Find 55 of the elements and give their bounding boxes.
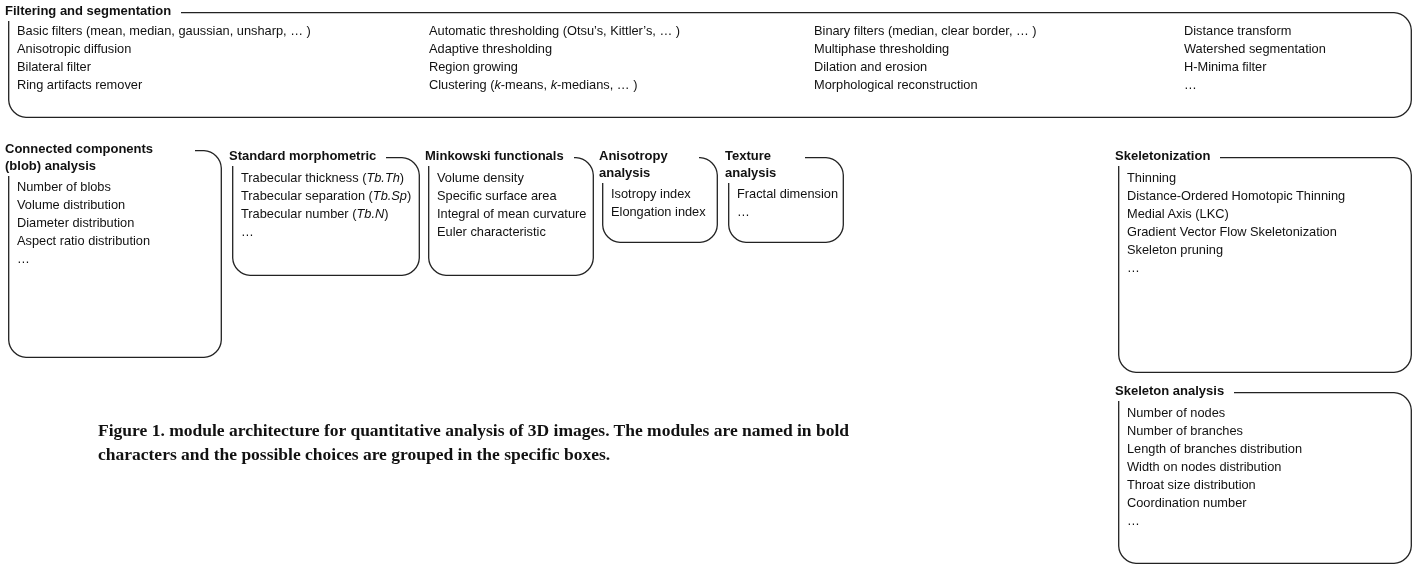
list-item: Volume density — [437, 169, 524, 187]
list-item: Volume distribution — [17, 196, 126, 214]
list-item: Clustering (k-means, k-medians, … ) — [429, 76, 638, 94]
list-item: Skeleton pruning — [1127, 241, 1224, 259]
list-item: … — [1127, 259, 1140, 277]
list-item: Adaptive thresholding — [429, 40, 553, 58]
list-item: Number of branches — [1127, 422, 1243, 440]
list-item: Distance-Ordered Homotopic Thinning — [1127, 187, 1346, 205]
list-item: Medial Axis (LKC) — [1127, 205, 1229, 223]
list-item: Euler characteristic — [437, 223, 546, 241]
list-item: Diameter distribution — [17, 214, 135, 232]
list-item: Elongation index — [611, 203, 706, 221]
list-item: … — [737, 203, 750, 221]
list-item: Automatic thresholding (Otsu’s, Kittler’s, … ) — [429, 22, 681, 40]
list-item: Bilateral filter — [17, 58, 91, 76]
list-item: Width on nodes distribution — [1127, 458, 1282, 476]
module-heading: Connected components (blob) analysis — [5, 140, 155, 175]
list-item: Trabecular separation (Tb.Sp) — [241, 187, 412, 205]
module-heading: Skeleton analysis — [1115, 382, 1226, 400]
list-item: Gradient Vector Flow Skeletonization — [1127, 223, 1337, 241]
list-item: Throat size distribution — [1127, 476, 1256, 494]
list-item: Trabecular number (Tb.N) — [241, 205, 389, 223]
list-item: Watershed segmentation — [1184, 40, 1326, 58]
list-item: Binary filters (median, clear border, … ) — [814, 22, 1037, 40]
list-item: H-Minima filter — [1184, 58, 1267, 76]
list-item: Length of branches distribution — [1127, 440, 1302, 458]
figure-caption: Figure 1. module architecture for quantitative analysis of 3D images. The modules are named in bold characters and the possible choices are grouped in the specific boxes. — [98, 419, 851, 466]
list-item: … — [241, 223, 254, 241]
list-item: Number of blobs — [17, 178, 111, 196]
list-item: … — [17, 250, 30, 268]
list-item: Integral of mean curvature — [437, 205, 587, 223]
list-item: Thinning — [1127, 169, 1177, 187]
list-item: Aspect ratio distribution — [17, 232, 150, 250]
module-heading: Minkowski functionals — [425, 147, 565, 165]
list-item: Coordination number — [1127, 494, 1247, 512]
list-item: Basic filters (mean, median, gaussian, unsharp, … ) — [17, 22, 311, 40]
list-item: Fractal dimension — [737, 185, 838, 203]
module-heading: Texture analysis — [725, 147, 778, 182]
list-item: Distance transform — [1184, 22, 1292, 40]
list-item: Multiphase thresholding — [814, 40, 950, 58]
module-heading: Skeletonization — [1115, 147, 1212, 165]
list-item: Dilation and erosion — [814, 58, 928, 76]
list-item: … — [1184, 76, 1197, 94]
list-item: Isotropy index — [611, 185, 691, 203]
list-item: … — [1127, 512, 1140, 530]
list-item: Region growing — [429, 58, 518, 76]
list-item: Anisotropic diffusion — [17, 40, 132, 58]
list-item: Specific surface area — [437, 187, 557, 205]
module-heading: Filtering and segmentation — [5, 2, 173, 20]
list-item: Ring artifacts remover — [17, 76, 143, 94]
module-heading: Standard morphometric — [229, 147, 378, 165]
module-heading: Anisotropy analysis — [599, 147, 669, 182]
list-item: Morphological reconstruction — [814, 76, 978, 94]
list-item: Trabecular thickness (Tb.Th) — [241, 169, 405, 187]
list-item: Number of nodes — [1127, 404, 1226, 422]
